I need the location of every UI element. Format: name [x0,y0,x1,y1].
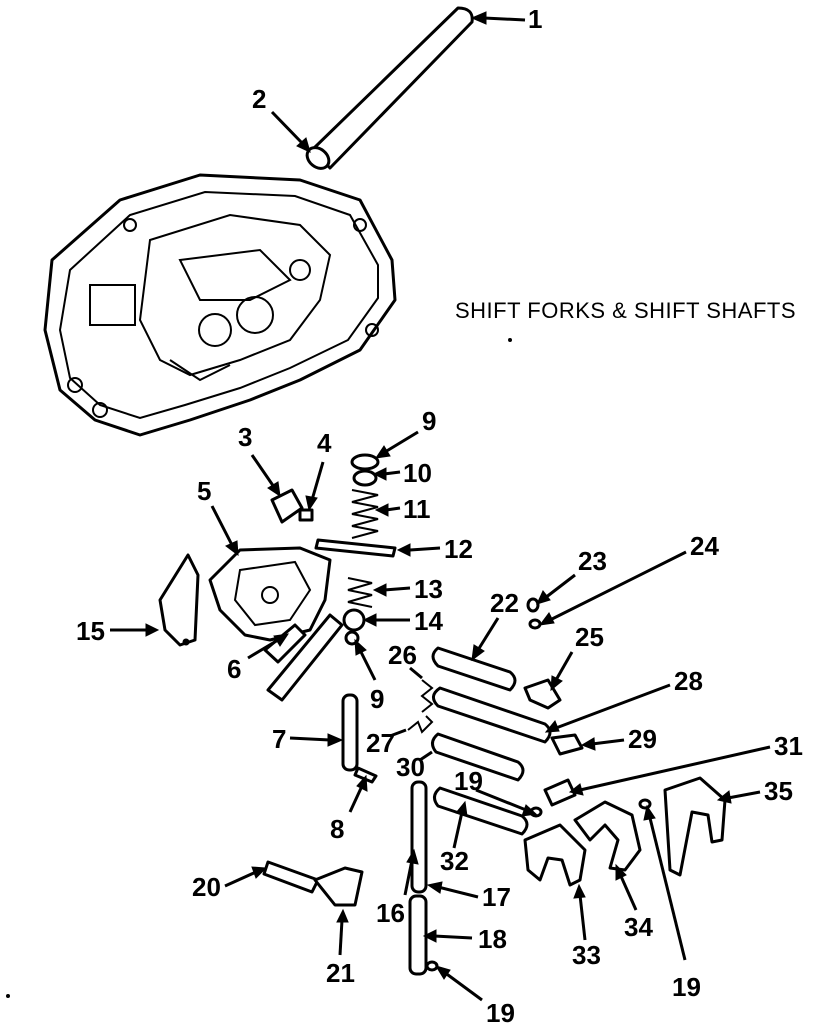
transmission-case [43,173,397,437]
part-4-bolt [298,508,314,522]
part-5-housing [208,546,332,642]
part-6-lever [263,623,307,664]
part-18-rod [408,894,428,976]
part-31-lug [543,778,577,807]
part-20-shaft [262,860,320,894]
callout-21: 21 [326,958,355,988]
callout-19-upper: 19 [454,766,483,796]
diagram-title: SHIFT FORKS & SHIFT SHAFTS [455,298,796,323]
leader-lines [110,11,771,1002]
stray-dot [6,994,10,998]
part-7-pin [341,693,359,772]
callout-31: 31 [774,731,803,761]
part-11-spring [351,489,379,539]
callout-1: 1 [528,4,542,34]
callout-11: 11 [403,494,431,524]
callout-numbers: 1 2 3 4 5 6 7 8 9 9 10 11 12 13 14 15 16… [76,4,803,1028]
callout-35: 35 [764,776,793,806]
part-33-fork [523,823,587,887]
callout-3: 3 [238,422,252,452]
callout-15: 15 [76,616,105,646]
callout-17: 17 [482,882,511,912]
callout-19-bottom: 19 [486,998,515,1028]
part-28-shaft [432,686,552,744]
part-21-lug [313,866,364,907]
part-27-spring [407,715,434,734]
part-19b-clip [638,798,652,810]
callout-14: 14 [414,606,443,636]
callout-32: 32 [440,846,469,876]
callout-33: 33 [572,940,601,970]
callout-18: 18 [478,924,507,954]
callout-7: 7 [272,724,286,754]
part-15-plate [158,553,200,647]
part-30-shaft [431,732,525,782]
callout-16: 16 [376,898,405,928]
part-29-block [550,733,584,756]
callout-25: 25 [575,622,604,652]
callout-28: 28 [674,666,703,696]
callout-5: 5 [197,476,211,506]
part-8-clip [353,766,378,784]
part-24-clip [528,618,542,630]
part-12-pin [314,538,397,558]
callout-19-right: 19 [672,972,701,1002]
part-rod [266,613,344,702]
part-32-shaft [433,786,529,836]
callout-4: 4 [317,428,332,458]
part-16-rod [410,780,428,894]
callout-23: 23 [578,546,607,576]
callout-9-bottom: 9 [370,684,384,714]
callout-27: 27 [366,728,395,758]
part-35-fork [663,776,727,877]
stray-dot [508,338,512,342]
callout-13: 13 [414,574,443,604]
callout-9-top: 9 [422,406,436,436]
callout-10: 10 [403,458,432,488]
part-3-bracket [270,488,304,524]
callout-29: 29 [628,724,657,754]
callout-6: 6 [227,654,241,684]
callout-22: 22 [490,588,519,618]
callout-30: 30 [396,752,425,782]
callout-2: 2 [252,84,266,114]
part-23-plug [526,597,540,613]
part-13-spring [347,577,373,608]
part-10-seat [352,469,378,487]
callout-26: 26 [388,640,417,670]
callout-8: 8 [330,814,344,844]
callout-34: 34 [624,912,653,942]
part-1-shaft [310,6,474,170]
part-14-ball [342,608,366,632]
callout-12: 12 [444,534,473,564]
callout-24: 24 [690,531,719,561]
callout-20: 20 [192,872,221,902]
part-26-spring [420,679,434,713]
part-9-cap [350,453,380,471]
part-22-shaft [431,646,517,692]
